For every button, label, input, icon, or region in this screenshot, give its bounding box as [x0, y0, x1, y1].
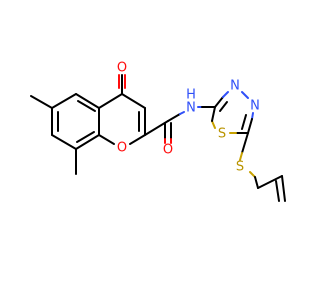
amide-bonds — [144, 106, 216, 144]
bond-c4a-c4 — [98, 93, 123, 109]
bond-amide-c-n — [167, 113, 181, 122]
bond-c5-c4a-inner — [77, 100, 96, 112]
bond-n4p-c5p-inner — [241, 114, 247, 130]
atom-thioether-sulfur: S — [236, 160, 244, 175]
atom-thiadiazole-n4: N — [250, 99, 260, 114]
bond-c2p-n3p — [214, 96, 224, 108]
bond-amide-c-n-tip — [179, 111, 185, 115]
bond-c8-c7 — [51, 134, 77, 150]
chromone-bonds — [30, 74, 146, 175]
bond-c2p-n3p-tip — [222, 91, 229, 98]
molecule-structure: O O O N H N N S S — [30, 61, 286, 202]
bond-n4p-c5p-tip — [251, 112, 254, 120]
atom-amide-hydrogen: H — [186, 88, 196, 103]
bond-c8a-c8 — [75, 134, 100, 150]
atom-amide-oxygen: O — [163, 143, 173, 158]
bond-n3p-n4p — [241, 91, 249, 99]
bond-ch-ch2-inner — [275, 180, 280, 202]
atom-carbonyl-oxygen: O — [117, 61, 127, 76]
bond-c2p-n3p-inner — [219, 101, 228, 112]
bond-ch2-ch — [257, 175, 283, 189]
bond-c5p-s — [241, 132, 249, 154]
bond-ch-ch2 — [281, 175, 286, 202]
bond-c5p-s-tip — [239, 152, 243, 161]
bond-s1p-c2p-tip — [211, 120, 216, 129]
bond-s1p-c2p — [211, 106, 216, 122]
bond-s-ch2 — [254, 176, 259, 189]
atom-ring-sulfur: S — [218, 127, 226, 142]
atom-labels: O O O N H N N S S — [117, 61, 260, 175]
bond-s-ch2-tip — [249, 171, 256, 178]
molecule-diagram: O O O N H N N S S — [30, 61, 286, 202]
thiadiazole-bonds — [211, 91, 254, 134]
atom-thiadiazole-n3: N — [230, 79, 240, 94]
bond-c4-c3 — [121, 93, 146, 109]
atom-amide-nitrogen: N — [186, 101, 196, 116]
bond-c6-c5 — [51, 93, 77, 109]
atom-ring-oxygen: O — [117, 141, 127, 156]
bond-o1-c8a — [98, 134, 115, 145]
bond-n4p-c5p — [247, 118, 253, 134]
allyl-bonds — [239, 132, 286, 202]
bond-c8a-c8-inner — [76, 131, 95, 143]
bond-c2-o1 — [129, 134, 146, 145]
bond-methyl-c6 — [30, 95, 53, 109]
bond-c5-c4a — [75, 93, 100, 109]
